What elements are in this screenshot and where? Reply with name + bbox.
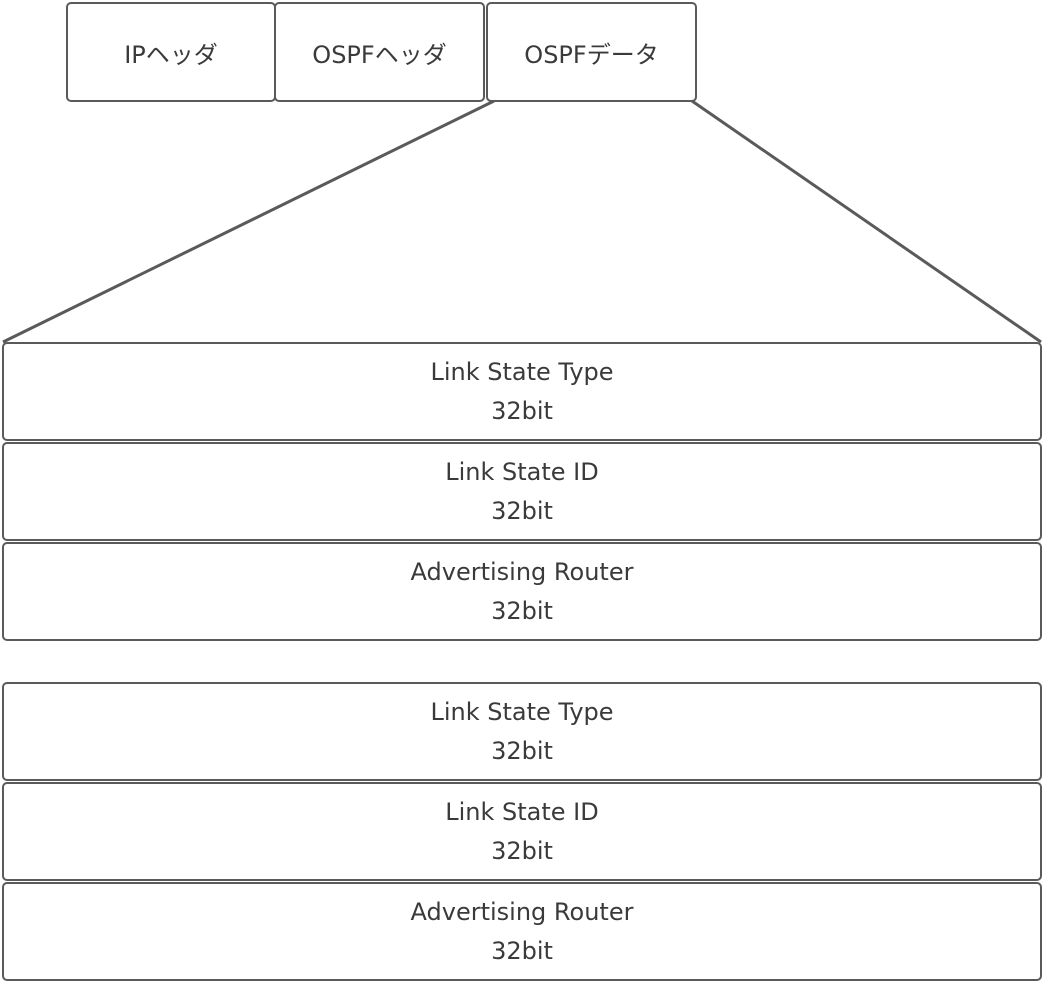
group2-field-link-state-id: Link State ID 32bit — [2, 782, 1042, 881]
group1-field-link-state-type: Link State Type 32bit — [2, 342, 1042, 441]
ospf-header-box: OSPFヘッダ — [274, 2, 485, 102]
expansion-line-right — [691, 99, 1042, 344]
field-name: Link State ID — [445, 797, 599, 826]
group2-field-link-state-type: Link State Type 32bit — [2, 682, 1042, 781]
ospf-data-box: OSPFデータ — [486, 2, 697, 102]
field-size: 32bit — [491, 496, 553, 525]
field-name: Advertising Router — [410, 557, 634, 586]
field-name: Link State ID — [445, 457, 599, 486]
ospf-header-label: OSPFヘッダ — [312, 40, 447, 69]
field-size: 32bit — [491, 736, 553, 765]
field-size: 32bit — [491, 396, 553, 425]
ospf-data-label: OSPFデータ — [524, 40, 659, 69]
field-name: Link State Type — [430, 357, 614, 386]
expansion-line-left — [2, 99, 495, 344]
ip-header-label: IPヘッダ — [124, 40, 218, 69]
field-name: Link State Type — [430, 697, 614, 726]
field-size: 32bit — [491, 936, 553, 965]
group2-field-advertising-router: Advertising Router 32bit — [2, 882, 1042, 981]
field-size: 32bit — [491, 596, 553, 625]
field-name: Advertising Router — [410, 897, 634, 926]
ip-header-box: IPヘッダ — [66, 2, 276, 102]
group1-field-link-state-id: Link State ID 32bit — [2, 442, 1042, 541]
group1-field-advertising-router: Advertising Router 32bit — [2, 542, 1042, 641]
field-size: 32bit — [491, 836, 553, 865]
